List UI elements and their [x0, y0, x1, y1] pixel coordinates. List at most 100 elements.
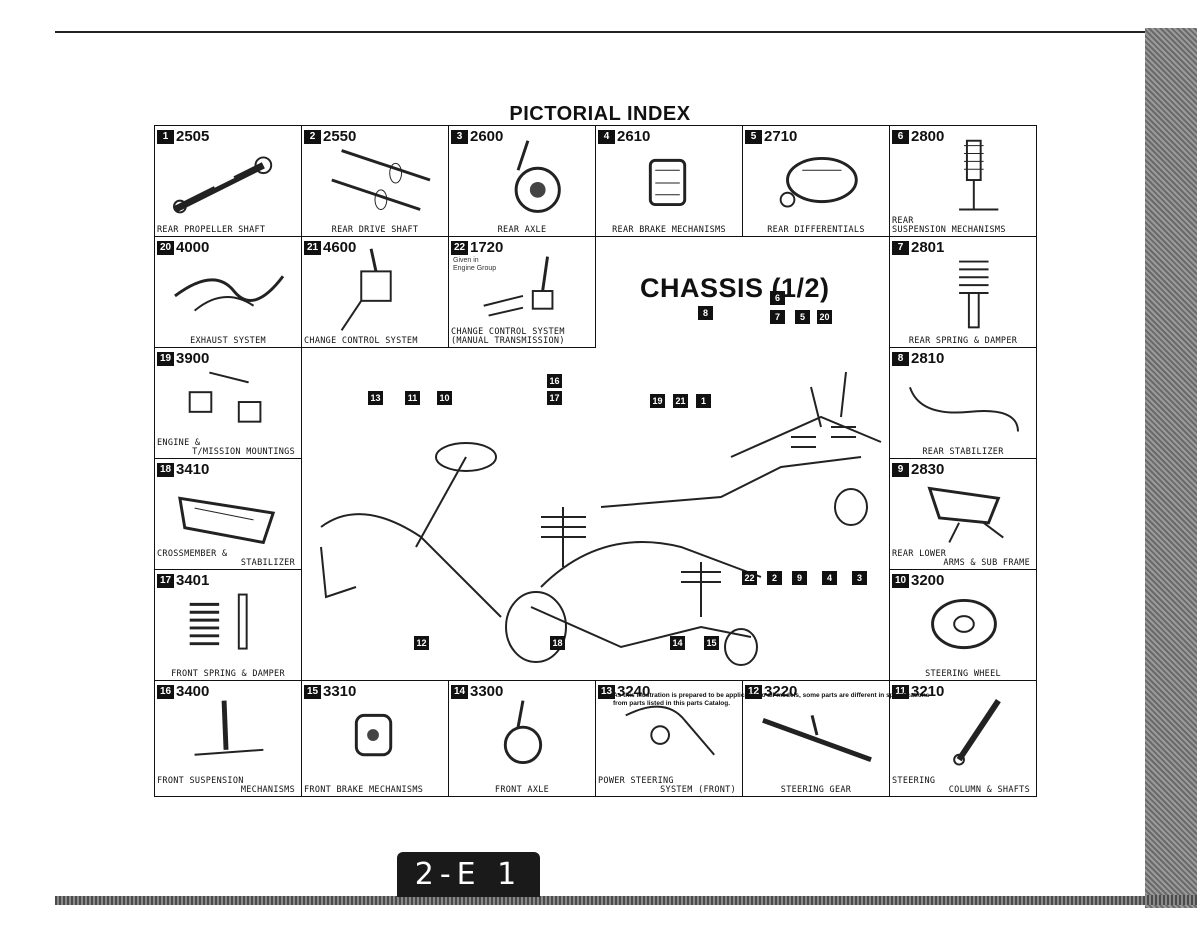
page-title: PICTORIAL INDEX	[509, 103, 691, 125]
front-suspension-illustration	[194, 700, 264, 756]
cell-caption: REAR STABILIZER	[922, 447, 1004, 457]
callout-18: 18	[550, 636, 565, 650]
cell-badge: 13	[598, 684, 615, 699]
part-code: 3900	[176, 350, 210, 367]
callout-9: 9	[792, 571, 807, 585]
part-code: 2801	[911, 239, 945, 256]
part-code: 4600	[323, 239, 357, 256]
callout-10: 10	[437, 391, 452, 405]
callout-6: 6	[770, 291, 785, 305]
callout-11: 11	[405, 391, 420, 405]
callout-21: 21	[673, 394, 688, 408]
cell-caption: CROSSMEMBER &STABILIZER	[157, 549, 295, 568]
cell-caption: EXHAUST SYSTEM	[190, 336, 266, 346]
cell-badge: 11	[892, 684, 909, 699]
cell-caption: CHANGE CONTROL SYSTEM	[304, 336, 418, 346]
callout-1: 1	[696, 394, 711, 408]
cell-caption: FRONT SPRING & DAMPER	[171, 669, 285, 679]
part-code: 2610	[617, 128, 651, 145]
cell-caption: REAR DRIVE SHAFT	[331, 225, 419, 235]
part-code: 3401	[176, 572, 210, 589]
scan-edge-bottom	[55, 895, 1197, 905]
callout-15: 15	[704, 636, 719, 650]
cell-badge: 3	[451, 129, 468, 144]
callout-8: 8	[698, 306, 713, 320]
callout-16: 16	[547, 374, 562, 388]
cell-caption: FRONT BRAKE MECHANISMS	[304, 785, 424, 795]
rear-lower-arms-illustration	[927, 486, 1004, 543]
applicability-note: As this illustration is prepared to be a…	[613, 692, 930, 707]
cell-badge: 9	[892, 462, 909, 477]
part-code: 2830	[911, 461, 945, 478]
cell-badge: 4	[598, 129, 615, 144]
cell-badge: 22	[451, 240, 468, 255]
callout-22: 22	[742, 571, 757, 585]
callout-5: 5	[795, 310, 810, 324]
callout-20: 20	[817, 310, 832, 324]
cell-caption: REAR PROPELLER SHAFT	[157, 225, 266, 235]
steering-gear-illustration	[762, 715, 872, 762]
part-code: 1720	[470, 239, 504, 256]
callout-14: 14	[670, 636, 685, 650]
change-control-illustration	[340, 248, 392, 331]
part-code: 2600	[470, 128, 504, 145]
cell-badge: 20	[157, 240, 174, 255]
steering-column-illustration	[953, 699, 1001, 766]
part-code: 3300	[470, 683, 504, 700]
callout-4: 4	[822, 571, 837, 585]
scan-edge-top	[55, 31, 1145, 33]
manual-transmission-illustration	[483, 256, 554, 317]
callout-17: 17	[547, 391, 562, 405]
part-code: 4000	[176, 239, 210, 256]
scan-edge-right	[1145, 28, 1197, 908]
front-brake-illustration	[354, 713, 393, 757]
part-code: 3210	[911, 683, 945, 700]
cell-badge: 8	[892, 351, 909, 366]
part-code: 3200	[911, 572, 945, 589]
callout-3: 3	[852, 571, 867, 585]
callout-7: 7	[770, 310, 785, 324]
part-code: 2505	[176, 128, 210, 145]
cell-caption: REAR DIFFERENTIALS	[767, 225, 865, 235]
cell-badge: 15	[304, 684, 321, 699]
page-number-tab: 2-E 1	[397, 852, 540, 897]
part-code: 3220	[764, 683, 798, 700]
part-code: 3240	[617, 683, 651, 700]
part-code: 2810	[911, 350, 945, 367]
cell-caption: STEERING GEAR	[780, 785, 852, 795]
cell-badge: 12	[745, 684, 762, 699]
rear-axle-illustration	[514, 140, 561, 213]
drive-shaft-illustration	[331, 149, 431, 211]
cell-caption: CHANGE CONTROL SYSTEM(MANUAL TRANSMISSIO…	[451, 327, 565, 346]
callout-2: 2	[767, 571, 782, 585]
cell-badge: 16	[157, 684, 174, 699]
